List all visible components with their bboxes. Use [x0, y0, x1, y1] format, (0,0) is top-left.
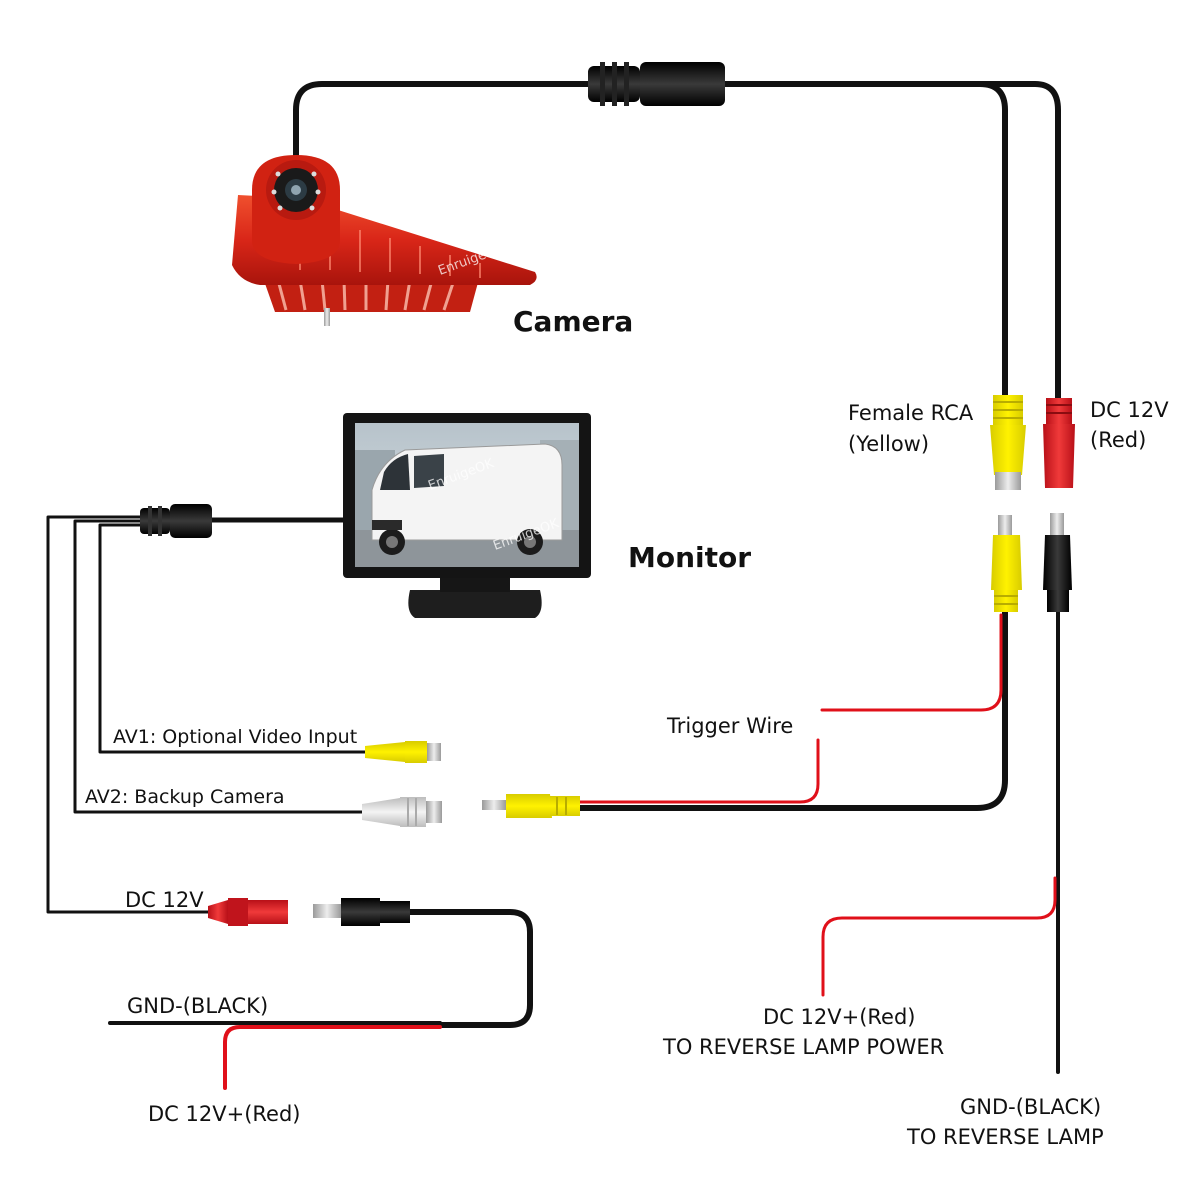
dc12v-reverse-label-line1: DC 12V+(Red) — [763, 1005, 915, 1029]
dc12v-right-label-line1: DC 12V — [1090, 398, 1169, 422]
dc-connector-icon — [1043, 398, 1075, 488]
av1-label: AV1: Optional Video Input — [113, 726, 357, 748]
dc-connector-icon — [208, 898, 288, 926]
power-cable — [407, 909, 533, 1028]
harness-main — [46, 515, 210, 914]
rca-connector-icon — [482, 794, 580, 818]
reverse-power-red — [821, 876, 1057, 997]
camera-label: Camera — [513, 305, 633, 338]
camera-cable — [293, 81, 595, 163]
main-cable-to-dc — [722, 81, 1061, 401]
trigger-wire-top — [820, 613, 1003, 712]
trigger-wire-label: Trigger Wire — [666, 714, 793, 738]
camera-icon — [232, 155, 537, 326]
dc12v-red-left-label: DC 12V+(Red) — [148, 1102, 300, 1126]
aviation-connector-icon — [588, 62, 725, 106]
rca-connector-icon — [365, 741, 441, 763]
van-icon — [371, 443, 563, 555]
aviation-connector-icon — [140, 504, 212, 538]
harness-av1 — [98, 523, 367, 754]
dc12v-right-label-line2: (Red) — [1090, 428, 1146, 452]
female-rca-label-line2: (Yellow) — [848, 432, 929, 456]
rca-connector-icon — [362, 797, 442, 827]
gnd-reverse-label-line2: TO REVERSE LAMP — [906, 1125, 1104, 1149]
av2-label: AV2: Backup Camera — [85, 786, 285, 808]
dc-connector-icon — [1043, 513, 1072, 612]
wires — [46, 81, 1061, 1090]
dc12v-reverse-label-line2: TO REVERSE LAMP POWER — [662, 1035, 944, 1059]
video-extension-cable — [577, 607, 1008, 811]
harness-av2 — [73, 519, 364, 814]
trigger-wire-bottom — [578, 738, 820, 804]
rca-connector-icon — [991, 515, 1022, 612]
dc12v-left-label: DC 12V — [125, 888, 204, 912]
gnd-left-label: GND-(BLACK) — [127, 994, 268, 1018]
main-cable-to-rca — [722, 81, 1008, 398]
gnd-reverse-label-line1: GND-(BLACK) — [960, 1095, 1101, 1119]
rca-connector-icon — [990, 395, 1026, 490]
dc-connector-icon — [313, 898, 410, 926]
monitor-label: Monitor — [628, 541, 751, 574]
power-red-wire — [223, 1025, 442, 1090]
female-rca-label-line1: Female RCA — [848, 401, 974, 425]
